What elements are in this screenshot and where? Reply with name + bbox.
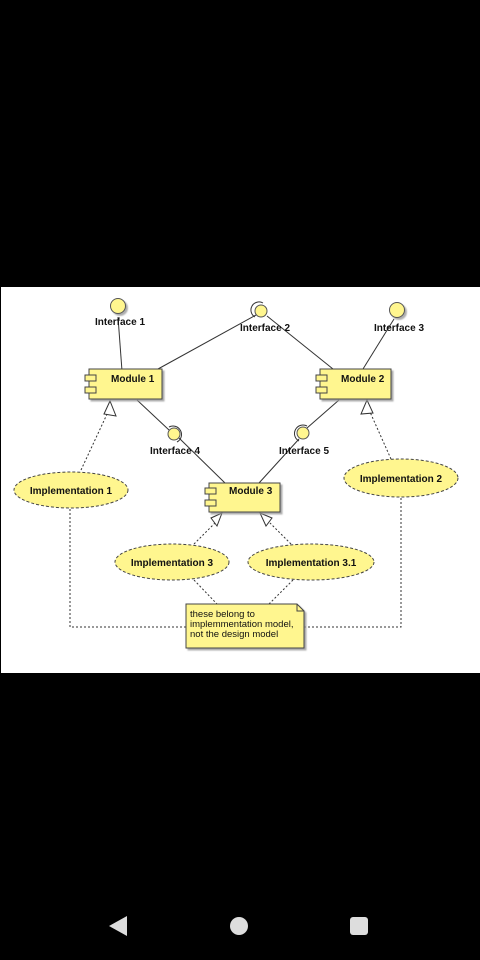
connector-module2-interface2 [266, 315, 334, 370]
interface-1-label: Interface 1 [95, 317, 145, 328]
interface-4-label: Interface 4 [150, 446, 200, 457]
realization-impl2-module2 [369, 411, 392, 460]
realization-impl31-module3 [269, 522, 292, 545]
interface-1-ball[interactable] [110, 298, 126, 314]
implementation-2-label: Implementation 2 [360, 474, 443, 485]
realization-impl1-module1 [80, 411, 109, 471]
implementation-3-1[interactable]: Implementation 3.1 [247, 543, 375, 581]
arrowhead-module3-left [210, 512, 223, 528]
arrowhead-module2 [360, 398, 374, 415]
arrowhead-module1 [103, 399, 117, 417]
component-diagram: Interface 1 Interface 2 Interface 3 Inte… [13, 298, 459, 649]
interface-3-label: Interface 3 [374, 323, 424, 334]
module-2-label: Module 2 [341, 374, 385, 385]
note-link-impl2 [304, 498, 402, 628]
interface-2-label: Interface 2 [240, 323, 290, 334]
note[interactable]: these belong to implemmentation model, n… [185, 603, 305, 649]
realization-impl3-module3 [193, 522, 216, 545]
interface-4-ball[interactable] [167, 427, 181, 441]
implementation-3[interactable]: Implementation 3 [114, 543, 230, 581]
arrowhead-module3-right [259, 512, 273, 527]
module-3[interactable]: Module 3 [204, 482, 281, 513]
back-icon [109, 916, 127, 936]
interface-5-label: Interface 5 [279, 446, 329, 457]
home-button[interactable] [221, 908, 257, 944]
interface-5-socket [294, 424, 308, 442]
connector-module1-interface2 [157, 314, 257, 370]
interface-2-socket [250, 301, 264, 318]
diagram-panel: Interface 1 Interface 2 Interface 3 Inte… [1, 287, 480, 673]
connector-module1-interface4 [136, 399, 170, 431]
implementation-3-label: Implementation 3 [131, 558, 214, 569]
connector-module3-interface5 [258, 438, 300, 484]
connector-module2-interface5 [306, 399, 340, 429]
implementation-1[interactable]: Implementation 1 [13, 471, 129, 509]
note-link-impl31 [268, 579, 294, 605]
interface-5-ball[interactable] [296, 426, 310, 440]
note-line-1: these belong to [190, 609, 255, 620]
back-button[interactable] [100, 908, 136, 944]
connector-module2-interface3 [362, 318, 395, 370]
recents-icon [350, 917, 368, 935]
implementation-1-label: Implementation 1 [30, 486, 113, 497]
interface-3-ball[interactable] [389, 302, 405, 318]
module-1-label: Module 1 [111, 374, 155, 385]
module-2[interactable]: Module 2 [315, 368, 392, 400]
interface-4-socket [168, 425, 182, 443]
note-link-impl1 [69, 509, 186, 628]
navigation-bar [0, 880, 480, 960]
implementation-3-1-label: Implementation 3.1 [266, 558, 357, 569]
note-line-2: implemmentation model, [190, 619, 294, 630]
home-icon [230, 917, 248, 935]
module-1[interactable]: Module 1 [84, 368, 163, 400]
connector-module3-interface4 [178, 437, 226, 484]
module-3-label: Module 3 [229, 486, 273, 497]
recents-button[interactable] [341, 908, 377, 944]
note-line-3: not the design model [190, 629, 278, 640]
implementation-2[interactable]: Implementation 2 [343, 458, 459, 498]
connector-module1-interface1 [117, 316, 123, 372]
note-link-impl3 [193, 579, 218, 605]
interface-2-ball[interactable] [254, 304, 268, 318]
